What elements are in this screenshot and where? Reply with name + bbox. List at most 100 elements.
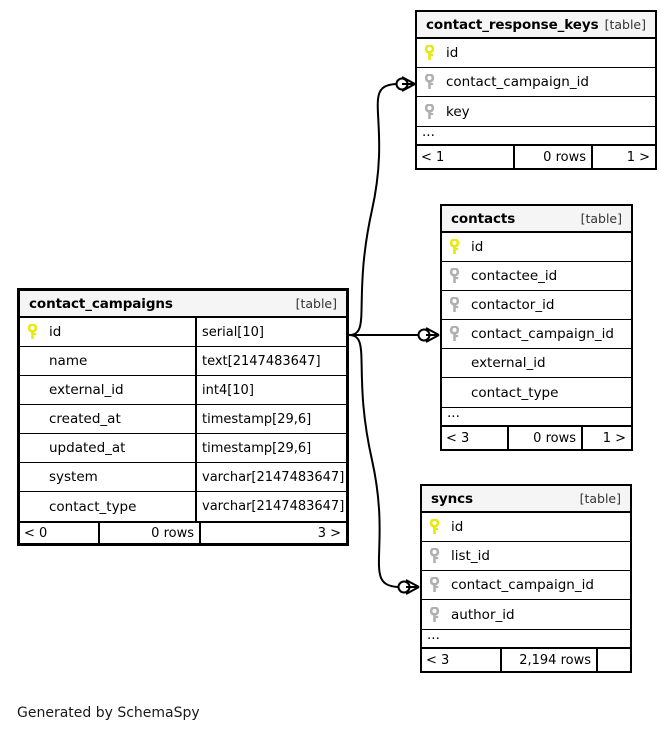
footer-row-count: 0 rows xyxy=(100,523,201,543)
column-name-cell: external_id xyxy=(442,349,631,377)
table-title: syncs xyxy=(431,490,473,507)
primary-key-icon xyxy=(27,324,49,340)
table-title: contact_response_keys xyxy=(426,16,599,33)
table-row[interactable]: id xyxy=(442,233,631,262)
table-header: contacts [table] xyxy=(442,206,631,233)
table-row[interactable]: system varchar[2147483647] xyxy=(20,463,346,492)
table-row[interactable]: contact_campaign_id xyxy=(422,571,630,600)
edge-contact-campaigns-to-contacts xyxy=(349,327,440,343)
table-type-tag: [table] xyxy=(604,17,646,32)
column-label: contact_type xyxy=(49,498,137,515)
table-footer: < 3 0 rows 1 > xyxy=(442,427,631,449)
more-columns-indicator: ... xyxy=(417,125,655,146)
column-type: int4[10] xyxy=(195,376,346,404)
column-name-cell: key xyxy=(417,97,655,126)
footer-children-count[interactable]: 1 > xyxy=(626,149,650,165)
column-label: id xyxy=(446,45,459,61)
primary-key-icon xyxy=(449,239,471,255)
primary-key-icon xyxy=(424,45,446,61)
table-row[interactable]: contact_campaign_id xyxy=(442,320,631,349)
table-row[interactable]: contact_campaign_id xyxy=(417,68,655,97)
column-name-cell: created_at xyxy=(20,405,195,433)
column-name-cell: contact_campaign_id xyxy=(442,320,631,348)
column-label: contact_campaign_id xyxy=(451,577,594,593)
table-footer: < 3 2,194 rows xyxy=(422,649,630,671)
column-label: key xyxy=(446,103,470,120)
table-syncs[interactable]: syncs [table] id xyxy=(420,484,632,673)
column-label: contact_type xyxy=(471,384,559,401)
table-type-tag: [table] xyxy=(580,211,622,226)
primary-key-icon xyxy=(429,519,451,535)
table-row[interactable]: id xyxy=(417,39,655,68)
column-label: updated_at xyxy=(49,440,126,456)
table-title: contacts xyxy=(451,210,516,227)
foreign-key-icon xyxy=(449,297,471,313)
table-type-tag: [table] xyxy=(579,491,621,506)
footer-parents-count[interactable]: < 1 xyxy=(417,146,515,168)
table-row[interactable]: id serial[10] xyxy=(20,318,346,347)
column-label: name xyxy=(49,353,88,369)
table-contact-response-keys[interactable]: contact_response_keys [table] id xyxy=(415,10,657,170)
column-label: external_id xyxy=(471,355,546,371)
edge-contact-campaigns-to-contact-response-keys xyxy=(339,76,416,342)
table-row[interactable]: id xyxy=(422,513,630,542)
table-row[interactable]: key xyxy=(417,97,655,126)
more-columns-indicator: ... xyxy=(442,406,631,427)
column-name-cell: contact_type xyxy=(442,378,631,407)
table-title: contact_campaigns xyxy=(29,295,173,312)
table-row[interactable]: author_id xyxy=(422,600,630,629)
column-name-cell: updated_at xyxy=(20,434,195,462)
more-columns-indicator: ... xyxy=(422,628,630,649)
column-list: id contactee_id xyxy=(442,233,631,407)
table-row[interactable]: contactee_id xyxy=(442,262,631,291)
table-header: contact_response_keys [table] xyxy=(417,12,655,39)
footer-children-count[interactable]: 3 > xyxy=(317,525,341,541)
table-row[interactable]: contact_type xyxy=(442,378,631,407)
table-row[interactable]: contact_type varchar[2147483647] xyxy=(20,492,346,521)
footer-row-count: 0 rows xyxy=(515,146,593,168)
footer-children-count[interactable] xyxy=(598,649,630,671)
column-type: varchar[2147483647] xyxy=(195,492,346,521)
column-list: id serial[10] name text[2147483647] exte… xyxy=(20,318,346,521)
footer-parents-count[interactable]: < 3 xyxy=(422,649,502,671)
table-contact-campaigns[interactable]: contact_campaigns [table] id serial[10] xyxy=(17,288,349,546)
footer-row-count: 2,194 rows xyxy=(502,649,598,671)
column-type: serial[10] xyxy=(195,318,346,346)
edge-contact-campaigns-to-syncs xyxy=(348,334,420,595)
foreign-key-icon xyxy=(424,74,446,90)
footer-parents-count[interactable]: < 0 xyxy=(20,523,100,543)
column-name-cell: contactor_id xyxy=(442,291,631,319)
column-label: contact_campaign_id xyxy=(471,326,614,342)
table-row[interactable]: external_id xyxy=(442,349,631,378)
table-row[interactable]: contactor_id xyxy=(442,291,631,320)
table-row[interactable]: name text[2147483647] xyxy=(20,347,346,376)
table-footer: < 0 0 rows 3 > xyxy=(20,521,346,543)
foreign-key-icon xyxy=(449,326,471,342)
column-label: contactor_id xyxy=(471,297,555,313)
column-label: contactee_id xyxy=(471,268,558,284)
table-type-tag: [table] xyxy=(295,296,337,311)
column-name-cell: contact_type xyxy=(20,492,195,521)
column-type: varchar[2147483647] xyxy=(195,463,346,491)
footer-parents-count[interactable]: < 3 xyxy=(442,427,509,449)
column-name-cell: contact_campaign_id xyxy=(422,571,630,599)
column-list: id contact_campaign_id xyxy=(417,39,655,126)
table-row[interactable]: list_id xyxy=(422,542,630,571)
table-contacts[interactable]: contacts [table] id xyxy=(440,204,633,451)
column-name-cell: id xyxy=(442,233,631,261)
column-list: id list_id xyxy=(422,513,630,629)
table-row[interactable]: created_at timestamp[29,6] xyxy=(20,405,346,434)
column-type: text[2147483647] xyxy=(195,347,346,375)
table-row[interactable]: external_id int4[10] xyxy=(20,376,346,405)
table-header: syncs [table] xyxy=(422,486,630,513)
column-name-cell: contact_campaign_id xyxy=(417,68,655,96)
foreign-key-icon xyxy=(424,103,446,120)
column-name-cell: id xyxy=(417,39,655,67)
column-label: id xyxy=(451,519,464,535)
footer-children-count[interactable]: 1 > xyxy=(602,430,626,446)
table-row[interactable]: updated_at timestamp[29,6] xyxy=(20,434,346,463)
footer-row-count: 0 rows xyxy=(509,427,583,449)
column-label: list_id xyxy=(451,548,490,564)
column-label: contact_campaign_id xyxy=(446,74,589,90)
column-name-cell: list_id xyxy=(422,542,630,570)
